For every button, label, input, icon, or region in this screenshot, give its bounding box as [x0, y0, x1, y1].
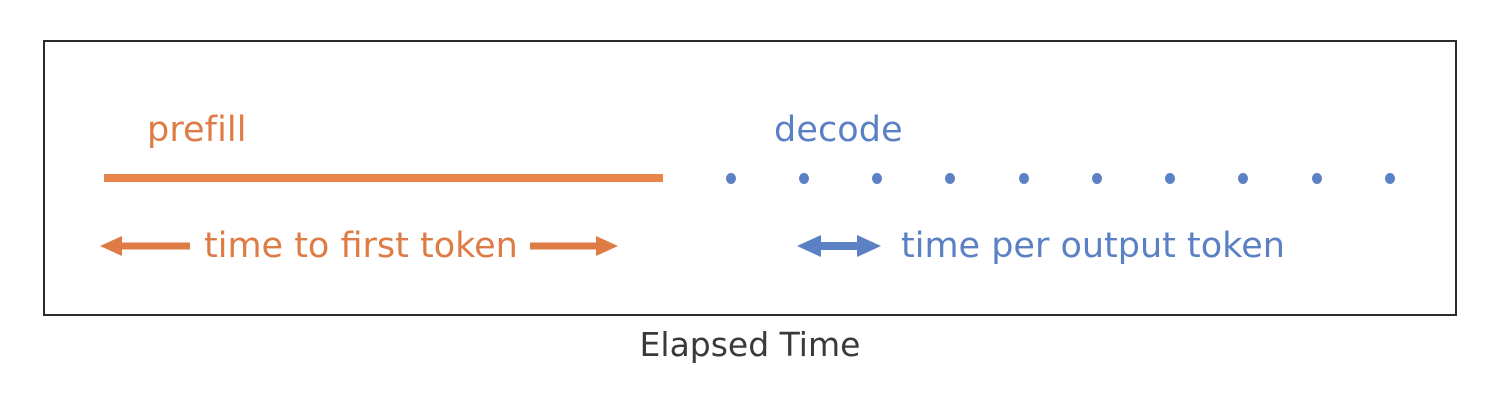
- double-headed-arrow-icon-left: [100, 231, 190, 261]
- decode-phase-label: decode: [774, 110, 903, 150]
- double-headed-arrow-icon-right: [529, 231, 618, 261]
- time-to-first-token-label: time to first token: [204, 225, 518, 266]
- time-to-first-token-annotation: time to first token: [100, 222, 618, 270]
- prefill-phase-label: prefill: [147, 110, 247, 150]
- time-per-output-token-label: time per output token: [901, 225, 1285, 266]
- time-per-output-token-annotation: time per output token: [797, 222, 1285, 270]
- elapsed-time-axis-caption: Elapsed Time: [639, 325, 861, 364]
- prefill-bar: [104, 174, 663, 182]
- double-headed-arrow-icon: [797, 231, 881, 261]
